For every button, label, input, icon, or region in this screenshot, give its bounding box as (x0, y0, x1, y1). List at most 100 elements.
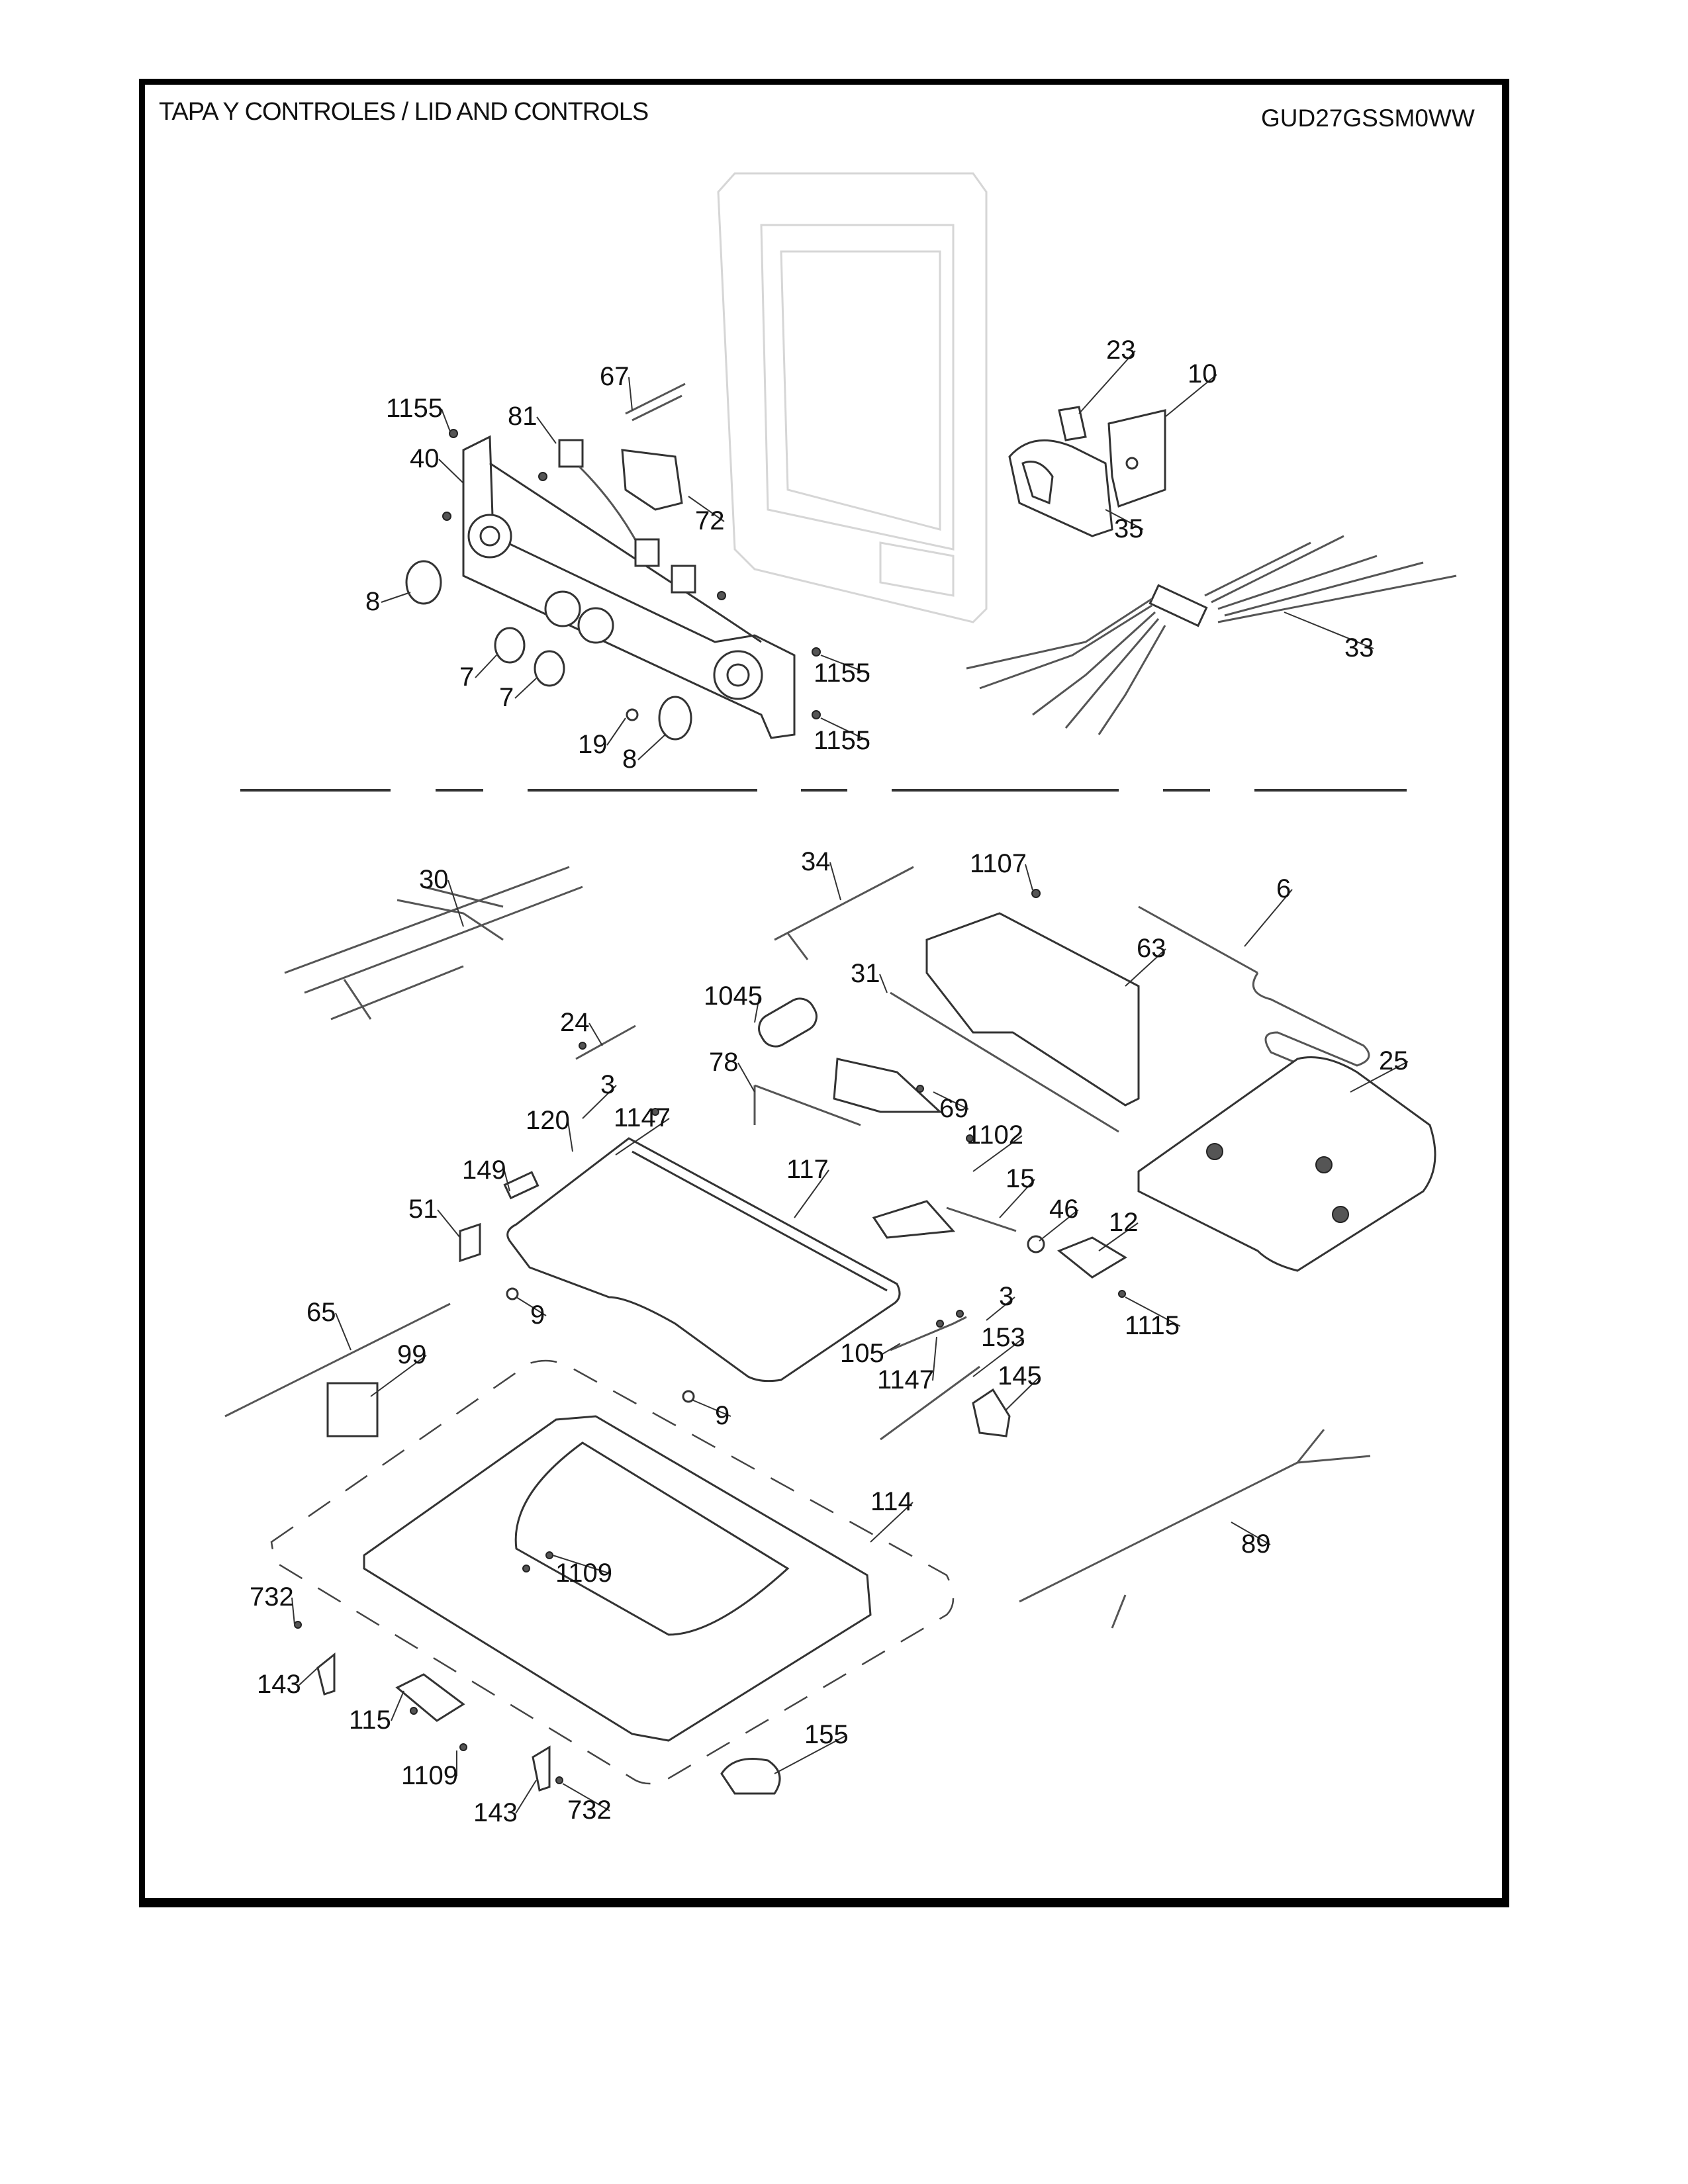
bracket-35 (1008, 439, 1113, 537)
callout-31: 31 (851, 959, 880, 988)
leader-line-8b (637, 734, 666, 760)
leader-line-114 (870, 1502, 914, 1543)
callout-25: 25 (1379, 1046, 1409, 1075)
callout-6: 6 (1276, 874, 1291, 903)
leader-line-1102 (972, 1135, 1023, 1172)
callout-7b: 7 (499, 683, 514, 712)
leader-line-1115 (1125, 1297, 1181, 1327)
callout-732b: 732 (567, 1796, 612, 1825)
leader-line-78 (737, 1062, 755, 1093)
callout-1155a: 1155 (386, 394, 443, 423)
hinge-143b (532, 1745, 551, 1792)
leader-line-99 (370, 1355, 427, 1397)
leader-line-46 (1039, 1209, 1079, 1242)
callout-24: 24 (560, 1008, 590, 1037)
callout-19: 19 (578, 730, 608, 759)
leader-line-6 (1244, 889, 1293, 947)
callout-8b: 8 (622, 745, 637, 774)
callout-23: 23 (1106, 336, 1136, 365)
callout-1045: 1045 (704, 981, 763, 1011)
leader-line-3b (986, 1297, 1015, 1321)
control-panel-40 (462, 435, 796, 739)
callout-1155b: 1155 (814, 659, 870, 688)
callout-81: 81 (508, 402, 538, 431)
leader-line-1109a (552, 1555, 612, 1574)
callout-7a: 7 (459, 662, 474, 692)
harness-89 (1019, 1429, 1371, 1629)
leader-line-40 (438, 459, 464, 484)
callout-1109a: 1109 (555, 1559, 612, 1588)
callout-10: 10 (1188, 359, 1217, 388)
leader-line-732b (562, 1783, 610, 1811)
cap-155 (720, 1758, 781, 1795)
callout-99: 99 (397, 1340, 427, 1369)
leader-line-19 (606, 717, 626, 746)
leader-line-81 (536, 416, 557, 444)
heater-6 (1138, 905, 1370, 1087)
callout-143a: 143 (257, 1670, 301, 1699)
hinge-rod-105 (890, 1316, 967, 1351)
screws-upper (442, 429, 821, 719)
leader-line-1107 (1025, 864, 1033, 891)
leader-line-25 (1350, 1061, 1409, 1093)
jumper-24 (575, 1024, 636, 1060)
leader-line-15 (999, 1179, 1035, 1218)
callout-8a: 8 (365, 587, 380, 616)
bracket-145 (972, 1388, 1011, 1437)
leader-line-30 (447, 880, 464, 927)
leader-line-143a (299, 1667, 318, 1686)
callout-117: 117 (786, 1155, 829, 1184)
model-number: GUD27GSSM0WW (1261, 105, 1475, 132)
callout-1147b: 1147 (877, 1365, 934, 1394)
feet-9 (506, 1287, 695, 1403)
leader-line-31 (879, 974, 888, 993)
board-72 (621, 449, 683, 511)
callout-9a: 9 (530, 1300, 545, 1330)
harness-65 (224, 1302, 451, 1418)
board-69 (833, 1058, 943, 1113)
leader-line-24 (588, 1023, 603, 1046)
leader-line-12 (1098, 1222, 1139, 1251)
top-cover-114 (270, 1359, 955, 1785)
leader-line-51 (437, 1209, 461, 1238)
leader-line-9a (516, 1297, 547, 1316)
timer-10 (1107, 409, 1166, 508)
leader-line-89 (1231, 1522, 1271, 1545)
section-title: TAPA Y CONTROLES / LID AND CONTROLS (159, 98, 649, 126)
bumper-149 (503, 1171, 539, 1200)
callout-1147a: 1147 (614, 1103, 671, 1132)
leader-line-1147b (932, 1336, 937, 1381)
callout-1109b: 1109 (401, 1761, 458, 1790)
callout-63: 63 (1137, 934, 1166, 963)
callout-155: 155 (804, 1720, 849, 1749)
knob-7b (534, 650, 565, 687)
callout-33: 33 (1344, 633, 1374, 662)
callout-65: 65 (306, 1298, 336, 1327)
leader-line-65 (335, 1312, 352, 1351)
leader-line-7a (475, 655, 497, 678)
callout-15: 15 (1006, 1164, 1035, 1193)
leader-line-105 (882, 1343, 901, 1355)
valve-12 (1057, 1236, 1127, 1279)
cover-115 (395, 1673, 465, 1722)
callout-114: 114 (870, 1487, 913, 1516)
spring-153 (880, 1365, 980, 1441)
callout-78: 78 (709, 1048, 739, 1077)
callout-35: 35 (1114, 514, 1144, 543)
leader-line-35 (1105, 509, 1144, 530)
callout-46: 46 (1049, 1195, 1079, 1224)
knob-8a (405, 560, 442, 605)
cabinet-ghost (717, 172, 988, 623)
callout-34: 34 (801, 847, 831, 876)
leader-line-23 (1078, 350, 1136, 414)
hose-15 (872, 1200, 1017, 1239)
callout-115: 115 (349, 1706, 391, 1735)
callout-9b: 9 (715, 1401, 729, 1430)
leader-line-72 (688, 496, 725, 522)
leader-line-1147a (615, 1118, 670, 1156)
callout-105: 105 (840, 1339, 884, 1368)
leader-line-67 (628, 377, 633, 411)
box-63 (925, 912, 1140, 1107)
callout-89: 89 (1241, 1529, 1271, 1559)
leader-line-34 (829, 862, 841, 901)
